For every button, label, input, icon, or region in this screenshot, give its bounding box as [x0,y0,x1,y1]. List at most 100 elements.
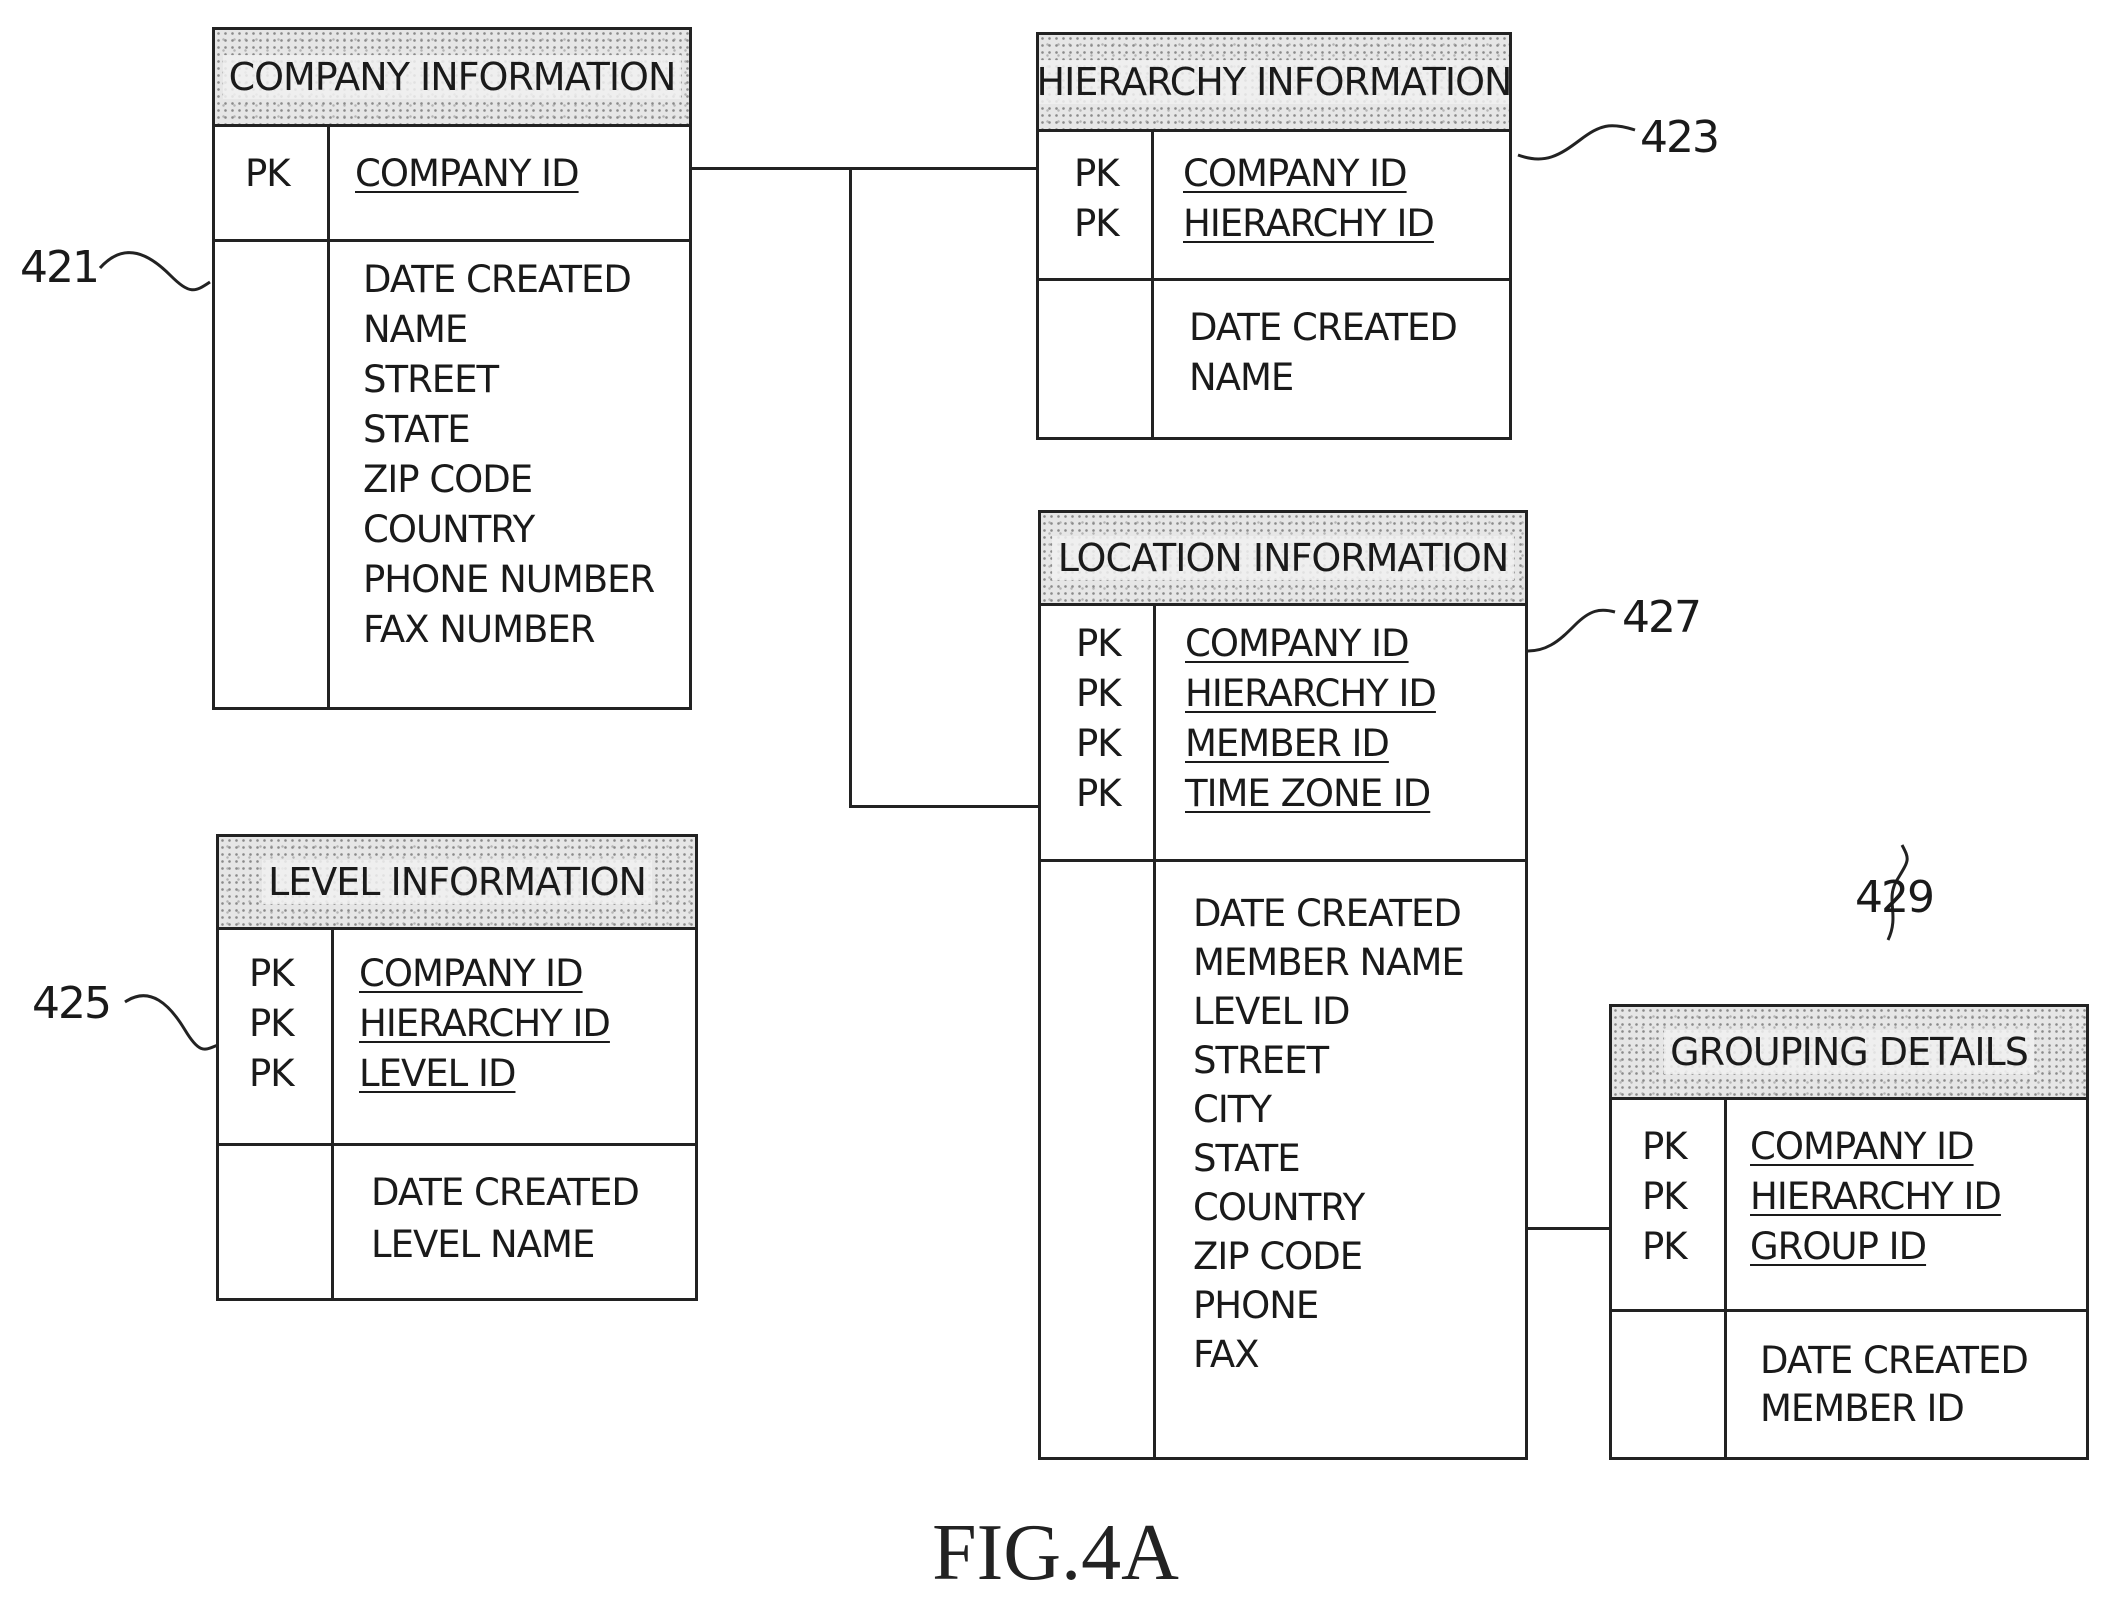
attribute: STREET [1193,1036,1464,1085]
pk-label-column: PK [245,150,290,198]
pk-field: HIERARCHY ID [1183,199,1434,249]
entity-hierarchy-information: HIERARCHY INFORMATION PK PK COMPANY ID H… [1036,32,1512,440]
attribute-column: DATE CREATED MEMBER NAME LEVEL ID STREET… [1193,889,1464,1379]
attribute: ZIP CODE [363,455,654,505]
entity-title: LOCATION INFORMATION [1041,513,1525,606]
pk-label: PK [249,949,294,999]
attribute: ZIP CODE [1193,1232,1464,1281]
pk-field: COMPANY ID [1750,1122,2001,1172]
pk-field: GROUP ID [1750,1222,2001,1272]
attribute: DATE CREATED [1189,303,1457,353]
pk-label: PK [1076,669,1121,719]
pk-field: HIERARCHY ID [1185,669,1436,719]
leader-423 [1518,126,1635,159]
entity-title: LEVEL INFORMATION [219,837,695,930]
entity-company-information: COMPANY INFORMATION PK COMPANY ID DATE C… [212,27,692,710]
connector-vertical-branch [849,167,852,807]
attribute-column: DATE CREATED LEVEL NAME [371,1167,639,1271]
connector-location-grouping [1526,1227,1611,1230]
pk-field: HIERARCHY ID [359,999,610,1049]
attribute: STREET [363,355,654,405]
leader-425 [125,996,218,1049]
entity-location-information: LOCATION INFORMATION PK PK PK PK COMPANY… [1038,510,1528,1460]
attribute: NAME [1189,353,1457,403]
attribute: PHONE [1193,1281,1464,1330]
pk-field: COMPANY ID [359,949,610,999]
column-divider [1153,606,1156,1457]
attribute: CITY [1193,1085,1464,1134]
entity-grouping-details: GROUPING DETAILS PK PK PK COMPANY ID HIE… [1609,1004,2089,1460]
entity-title-text: HIERARCHY INFORMATION [1039,60,1509,104]
connector-to-location [849,805,1039,808]
entity-title: HIERARCHY INFORMATION [1039,35,1509,132]
attribute: MEMBER ID [1760,1385,2028,1433]
pk-field-column: COMPANY ID HIERARCHY ID MEMBER ID TIME Z… [1185,619,1436,819]
pk-field: COMPANY ID [355,150,579,198]
column-divider [1724,1100,1727,1457]
pk-label: PK [1642,1222,1687,1272]
attribute: COUNTRY [1193,1183,1464,1232]
attribute: FAX [1193,1330,1464,1379]
attribute: PHONE NUMBER [363,555,654,605]
figure-caption: FIG.4A [0,1508,2111,1599]
entity-title-text: COMPANY INFORMATION [223,55,682,99]
reference-425: 425 [32,978,110,1029]
pk-label: PK [1076,619,1121,669]
attribute: DATE CREATED [363,255,654,305]
attribute: LEVEL ID [1193,987,1464,1036]
pk-field: COMPANY ID [1185,619,1436,669]
pk-label-column: PK PK PK PK [1076,619,1121,819]
entity-title-text: GROUPING DETAILS [1664,1030,2034,1074]
pk-field-column: COMPANY ID HIERARCHY ID [1183,149,1434,249]
attribute: DATE CREATED [1193,889,1464,938]
attribute: FAX NUMBER [363,605,654,655]
entity-title-text: LEVEL INFORMATION [262,860,652,904]
attribute: LEVEL NAME [371,1219,639,1271]
attribute-column: DATE CREATED MEMBER ID [1760,1337,2028,1433]
pk-field: HIERARCHY ID [1750,1172,2001,1222]
column-divider [331,930,334,1298]
attribute: COUNTRY [363,505,654,555]
pk-label: PK [249,999,294,1049]
pk-field: MEMBER ID [1185,719,1436,769]
pk-label: PK [245,150,290,198]
reference-423: 423 [1640,112,1718,163]
column-divider [1151,132,1154,437]
attribute-column: DATE CREATED NAME [1189,303,1457,403]
pk-field: LEVEL ID [359,1049,610,1099]
reference-421: 421 [20,242,98,293]
entity-title-text: LOCATION INFORMATION [1052,536,1515,580]
pk-field-column: COMPANY ID [355,150,579,198]
pk-label-column: PK PK PK [1642,1122,1687,1272]
pk-field-column: COMPANY ID HIERARCHY ID GROUP ID [1750,1122,2001,1272]
attribute-column: DATE CREATED NAME STREET STATE ZIP CODE … [363,255,654,655]
attribute: MEMBER NAME [1193,938,1464,987]
attribute: STATE [1193,1134,1464,1183]
column-divider [327,127,330,707]
attribute: DATE CREATED [371,1167,639,1219]
pk-field: TIME ZONE ID [1185,769,1436,819]
pk-label-column: PK PK PK [249,949,294,1099]
pk-label: PK [1076,719,1121,769]
pk-label: PK [1076,769,1121,819]
entity-title: GROUPING DETAILS [1612,1007,2086,1100]
pk-label: PK [1642,1172,1687,1222]
reference-427: 427 [1622,592,1700,643]
pk-label: PK [1074,149,1119,199]
attribute: NAME [363,305,654,355]
entity-title: COMPANY INFORMATION [215,30,689,127]
leader-421 [100,253,210,290]
pk-label: PK [1642,1122,1687,1172]
reference-429: 429 [1855,872,1933,923]
leader-427 [1518,610,1615,651]
pk-field-column: COMPANY ID HIERARCHY ID LEVEL ID [359,949,610,1099]
attribute: DATE CREATED [1760,1337,2028,1385]
pk-label: PK [1074,199,1119,249]
pk-field: COMPANY ID [1183,149,1434,199]
pk-label-column: PK PK [1074,149,1119,249]
attribute: STATE [363,405,654,455]
pk-label: PK [249,1049,294,1099]
connector-company-trunk [690,167,1038,170]
entity-level-information: LEVEL INFORMATION PK PK PK COMPANY ID HI… [216,834,698,1301]
